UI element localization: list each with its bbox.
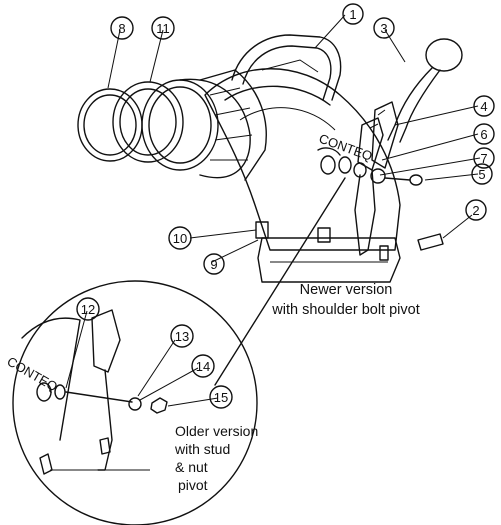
svg-text:11: 11 [156,21,170,36]
caption-newer-line1: Newer version [300,282,393,298]
svg-text:15: 15 [214,390,228,405]
base-plate [255,221,401,283]
callout-11: 11 [151,16,175,40]
caption-older-line3: & nut [175,459,208,475]
callout-leaders [65,14,481,407]
callout-15: 15 [209,385,233,409]
carry-handle [231,34,342,101]
callout-1: 1 [342,3,364,25]
linkage-assembly [354,101,399,256]
caption-newer-line2: with shoulder bolt pivot [271,302,420,318]
caption-older-line4: pivot [178,477,208,493]
svg-text:10: 10 [173,231,187,246]
detail-logo: CONTEQ [5,354,61,395]
detail-pointer-line [214,177,346,386]
callout-6: 6 [473,123,495,145]
caption-older-line2: with stud [174,441,230,457]
callout-10: 10 [168,226,192,250]
lever-arm [387,38,463,143]
ring-stack [77,69,267,181]
svg-text:4: 4 [480,99,487,114]
caption-older-line1: Older version [175,423,258,439]
callout-5: 5 [471,163,493,185]
pin-part [417,233,444,251]
svg-text:1: 1 [349,7,356,22]
svg-text:13: 13 [175,329,189,344]
callout-7: 7 [473,147,495,169]
svg-text:8: 8 [118,21,125,36]
svg-text:9: 9 [210,257,217,272]
callout-2: 2 [465,199,487,221]
callout-13: 13 [170,324,194,348]
callout-4: 4 [473,95,495,117]
svg-text:2: 2 [472,203,479,218]
svg-text:5: 5 [478,167,485,182]
callout-9: 9 [203,253,225,275]
svg-text:7: 7 [480,151,487,166]
svg-text:14: 14 [196,359,210,374]
pivot-hardware [320,155,423,186]
svg-text:12: 12 [81,302,95,317]
callout-8: 8 [110,16,134,40]
svg-text:3: 3 [380,21,387,36]
svg-text:6: 6 [480,127,487,142]
callout-14: 14 [191,354,215,378]
callout-12: 12 [76,297,100,321]
elbow-housing: CONTEQ [204,68,401,251]
callout-3: 3 [373,17,395,39]
